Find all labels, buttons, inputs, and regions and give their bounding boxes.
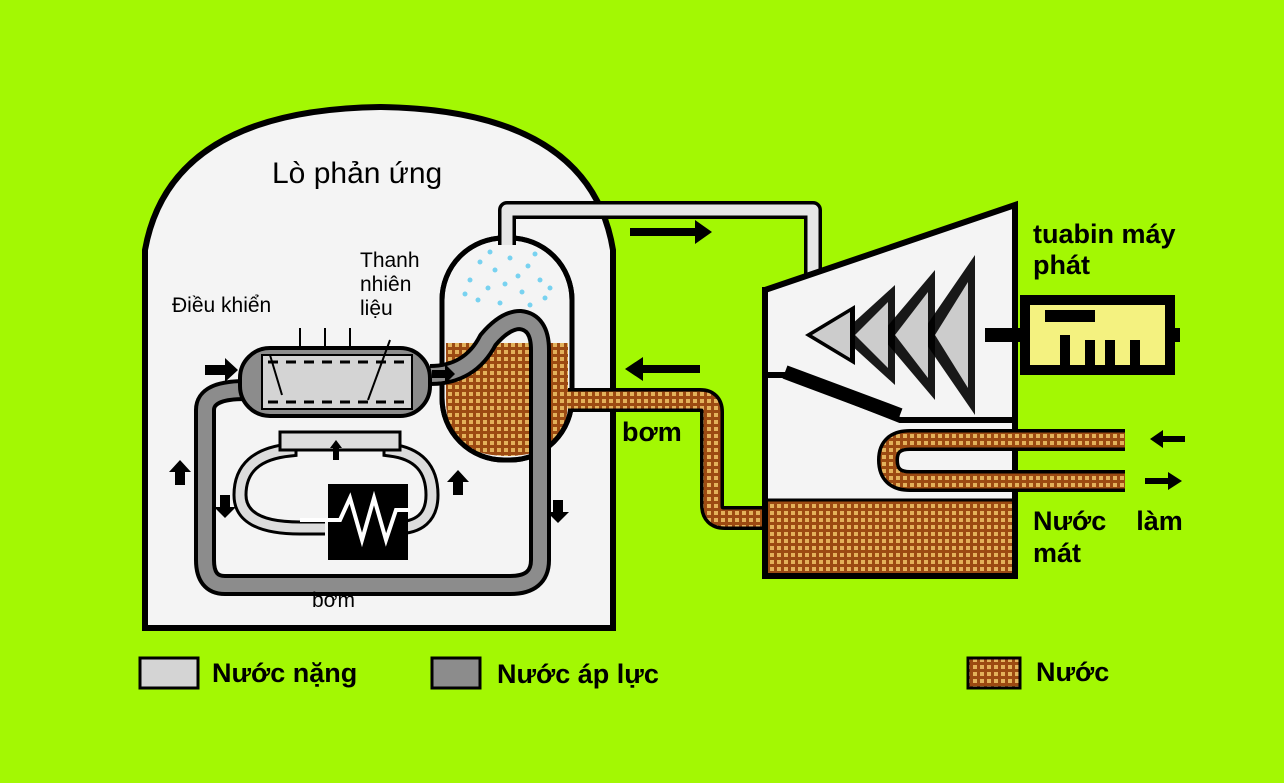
fuel-rods-label-2: nhiên [360, 273, 412, 296]
control-label: Điều khiển [172, 294, 272, 317]
fuel-rods-label-3: liệu [360, 297, 393, 320]
turbine-blades [805, 255, 975, 415]
legend-label-pressurized-water: Nước áp lực [497, 659, 659, 689]
legend-swatches [138, 656, 1022, 690]
steam-particles [462, 249, 553, 308]
condenser-water [768, 500, 1012, 573]
legend-label-heavy-water: Nước nặng [212, 658, 358, 688]
pump-outside-label: bơm [622, 417, 682, 447]
legend-swatch-water [966, 656, 1022, 690]
turbine-label-2: phát [1033, 250, 1090, 280]
control-rods [269, 328, 391, 401]
pump-inside-label: bơm [312, 589, 355, 612]
legend-swatch-heavy-water [138, 656, 200, 690]
flow-arrows-inner [169, 358, 569, 523]
turbine-label-1: tuabin máy [1033, 219, 1176, 249]
fuel-rods-label-1: Thanh [360, 249, 420, 272]
cooling-water-label-1: Nước làm [1033, 506, 1183, 536]
cooling-water-label-2: mát [1033, 538, 1082, 568]
legend-swatch-pressurized-water [430, 656, 482, 690]
flow-arrows-outer [625, 220, 1185, 490]
legend-label-water: Nước [1036, 657, 1110, 687]
reactor-label: Lò phản ứng [272, 157, 443, 190]
